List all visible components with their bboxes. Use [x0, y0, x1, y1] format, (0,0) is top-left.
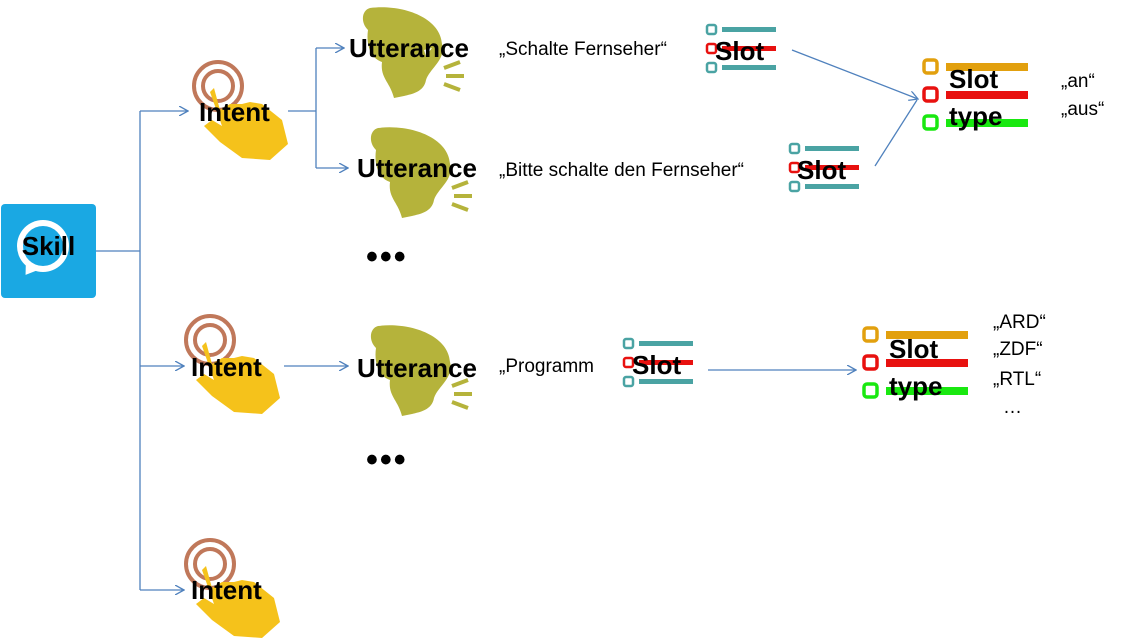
skill-node: Skill — [1, 204, 96, 298]
slot-value: … — [1003, 398, 1022, 417]
slot-label: Slot — [632, 352, 681, 378]
slot-value: „RTL“ — [993, 370, 1041, 389]
slot-type-slot-label: Slot — [949, 66, 998, 92]
intent-label: Intent — [191, 577, 262, 603]
connector-slot-1 — [792, 50, 918, 99]
utterance-label: Utterance — [357, 355, 477, 381]
slot-value: „aus“ — [1061, 100, 1104, 119]
slot-value: „ZDF“ — [993, 340, 1043, 359]
slot-value: „ARD“ — [993, 313, 1046, 332]
slot-type-type-label: type — [889, 373, 942, 399]
more-utterances-ellipsis: ••• — [366, 441, 408, 480]
utterance-phrase: „Bitte schalte den Fernseher“ — [499, 161, 744, 180]
slot-label: Slot — [797, 157, 846, 183]
slot-value: „an“ — [1061, 72, 1095, 91]
slot-type-type-label: type — [949, 103, 1002, 129]
connector-slot-2 — [875, 100, 917, 166]
intent-label: Intent — [191, 354, 262, 380]
utterance-label: Utterance — [357, 155, 477, 181]
skill-label: Skill — [1, 233, 96, 259]
utterance-label: Utterance — [349, 35, 469, 61]
utterance-phrase: „Programm — [499, 357, 594, 376]
slot-type-slot-label: Slot — [889, 336, 938, 362]
more-utterances-ellipsis: ••• — [366, 238, 408, 277]
intent-label: Intent — [199, 99, 270, 125]
utterance-phrase: „Schalte Fernseher“ — [499, 40, 667, 59]
slot-label: Slot — [715, 38, 764, 64]
